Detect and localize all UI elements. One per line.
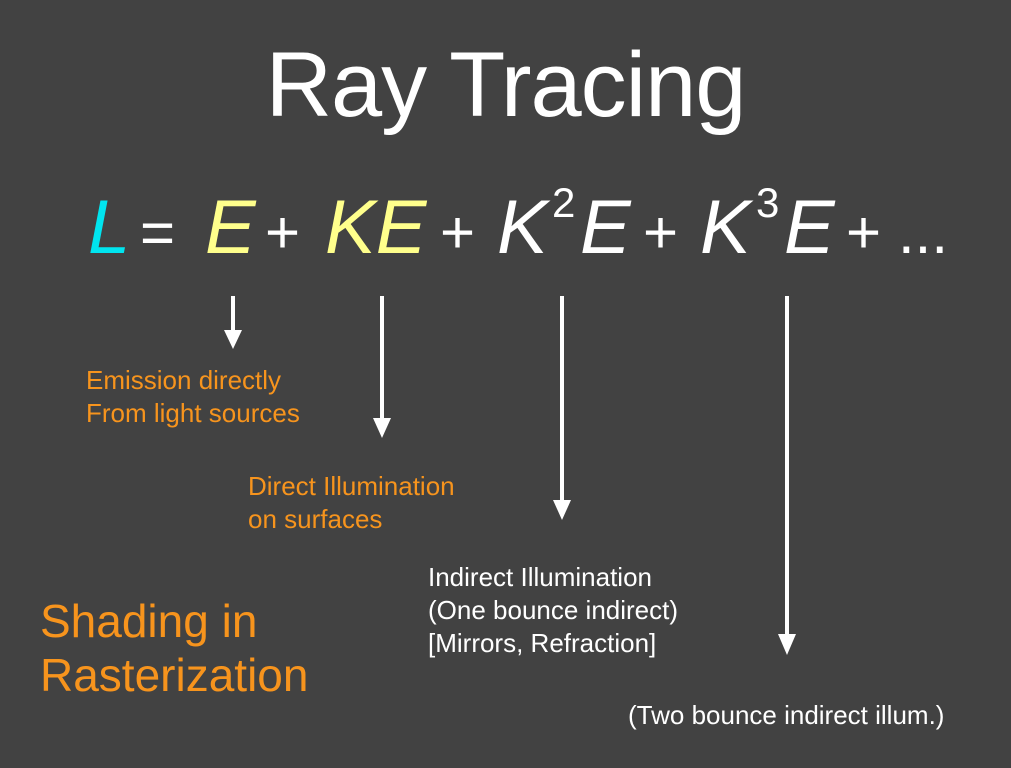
equation-plus: + xyxy=(265,199,301,266)
arrow-two-bounce xyxy=(778,296,796,655)
annotation-direct-line-2: on surfaces xyxy=(248,504,383,534)
annotation-indirect-illumination: Indirect Illumination (One bounce indire… xyxy=(428,561,678,660)
equation-equals: = xyxy=(140,199,176,266)
annotation-two-bounce: (Two bounce indirect illum.) xyxy=(628,700,945,730)
shading-line-2: Rasterization xyxy=(40,649,309,701)
equation-term-K-cubed: K xyxy=(700,185,751,270)
annotation-emission-line-1: Emission directly xyxy=(86,365,282,395)
arrow-emission xyxy=(224,296,242,349)
equation-exponent-2: 2 xyxy=(552,179,576,226)
equation-ellipsis: ... xyxy=(898,199,949,266)
equation-term-K-squared: K xyxy=(497,185,548,270)
rendering-equation: L = E + KE + K 2 E + K 3 E + ... xyxy=(0,178,1011,278)
arrow-indirect-illumination xyxy=(553,296,571,520)
slide-title: Ray Tracing xyxy=(265,34,747,136)
annotation-indirect-line-1: Indirect Illumination xyxy=(428,562,652,592)
equation-lhs-L: L xyxy=(88,185,131,270)
annotation-emission: Emission directly From light sources xyxy=(86,364,300,430)
equation-term-E-2: E xyxy=(580,185,631,270)
annotation-direct-illumination: Direct Illumination on surfaces xyxy=(248,470,455,536)
annotation-indirect-line-2: (One bounce indirect) xyxy=(428,595,679,625)
annotation-direct-line-1: Direct Illumination xyxy=(248,471,455,501)
shading-in-rasterization: Shading in Rasterization xyxy=(40,594,308,702)
equation-term-E-3: E xyxy=(784,185,835,270)
arrow-direct-illumination xyxy=(373,296,391,438)
equation-plus: + xyxy=(643,199,679,266)
equation-exponent-3: 3 xyxy=(756,179,780,226)
equation-term-E: E xyxy=(205,185,256,270)
shading-line-1: Shading in xyxy=(40,595,258,647)
equation-plus: + xyxy=(846,199,882,266)
annotation-indirect-line-3: [Mirrors, Refraction] xyxy=(428,628,657,658)
equation-plus: + xyxy=(440,199,476,266)
equation-term-KE: KE xyxy=(325,185,427,270)
annotation-emission-line-2: From light sources xyxy=(86,398,300,428)
